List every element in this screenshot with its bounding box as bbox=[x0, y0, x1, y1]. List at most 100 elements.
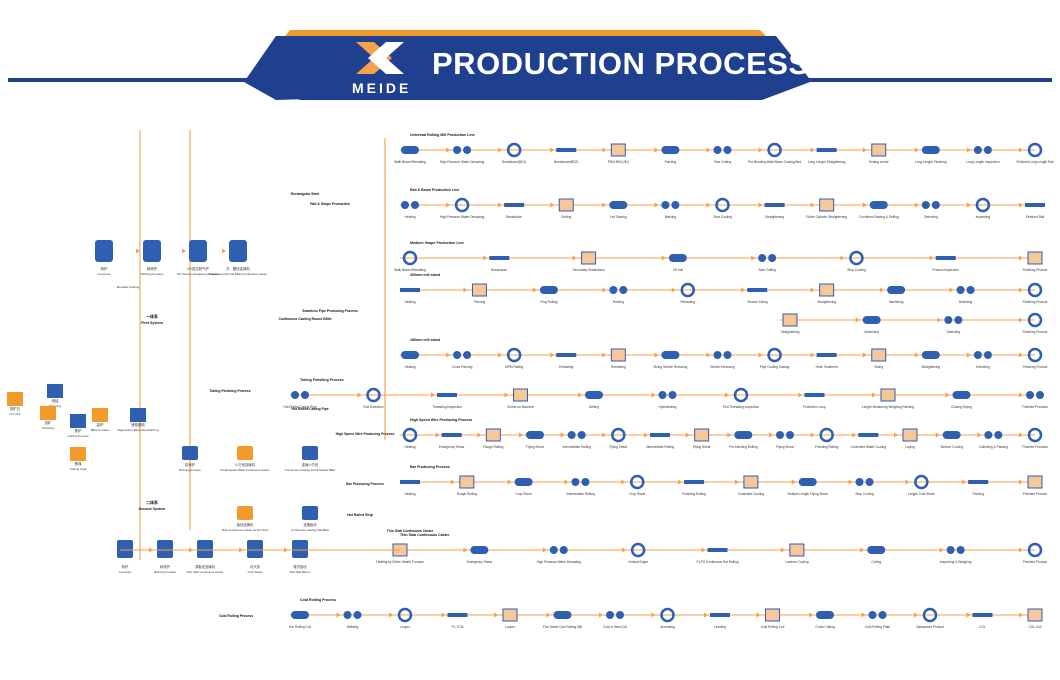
process-step-cold-rolling-plate bbox=[868, 611, 877, 619]
branch-thin-slab-label: Thin Slab Continuous Caster bbox=[387, 529, 434, 533]
process-step-label: Straightening bbox=[817, 300, 836, 304]
process-step-label: Step Cooling bbox=[847, 268, 865, 272]
process-step-label: Pre-finishing Rolling bbox=[729, 445, 758, 449]
process-step-heating bbox=[400, 480, 420, 484]
process-step-label: Intermediate Rolling bbox=[562, 445, 591, 449]
flow-arrow bbox=[962, 479, 967, 485]
process-step-long-length-inspection-b bbox=[983, 146, 992, 154]
process-step-label: Vertical Edger bbox=[628, 560, 649, 564]
upper-label-cn: VD真空脱气炉 bbox=[187, 266, 209, 271]
process-step-cold-hard-coil bbox=[606, 611, 614, 619]
flow-arrow bbox=[1019, 352, 1023, 358]
process-step-roller-cylinder-straightening bbox=[819, 198, 835, 212]
flow-arrow bbox=[872, 392, 876, 398]
raw-blast-furnace-icon bbox=[92, 408, 108, 422]
moulded-casting-label: Moulded Casting bbox=[117, 285, 140, 289]
flow-arrow bbox=[810, 202, 815, 208]
flow-arrow bbox=[602, 287, 607, 293]
flow-arrow bbox=[498, 352, 503, 358]
process-step-label: Saw Cutting bbox=[759, 268, 776, 272]
process-step-combined-sawing-drilling bbox=[869, 201, 888, 209]
flow-arrow bbox=[446, 147, 451, 153]
flow-arrow bbox=[1019, 432, 1023, 438]
raw-magnesium-base-desulfurizing-icon bbox=[130, 408, 146, 422]
process-step-vertical-edger bbox=[630, 542, 646, 558]
branch-seamless-label: Seamless Pipe Producing Process bbox=[302, 309, 358, 313]
process-step-label: Controlled Water Cooling bbox=[851, 445, 887, 449]
process-step-pl-tcm bbox=[447, 613, 468, 617]
process-step-label: PL-TCM bbox=[452, 625, 464, 629]
flow-arrow bbox=[446, 202, 451, 208]
process-step-heating bbox=[402, 427, 418, 443]
process-step-label: Piercing bbox=[474, 300, 486, 304]
process-step-label: Machining bbox=[864, 330, 879, 334]
flow-arrow bbox=[477, 432, 482, 438]
process-step-label: Product Inspection bbox=[933, 268, 960, 272]
process-step-machining bbox=[887, 286, 906, 294]
process-step-label: Length Measuring Weighing Painting bbox=[862, 405, 914, 409]
process-step-long-length-straightening bbox=[816, 148, 837, 152]
process-step-rough-rolling bbox=[459, 475, 475, 489]
flow-arrow bbox=[182, 248, 186, 254]
branch-plate-label: Hot Rolled Strip bbox=[347, 513, 373, 517]
process-step-multiple-length-flying-shear bbox=[798, 478, 817, 486]
flow-arrow bbox=[498, 202, 503, 208]
process-step-intermediate-rolling bbox=[567, 431, 576, 439]
flow-arrow bbox=[751, 255, 756, 261]
process-step-painting bbox=[661, 146, 680, 154]
process-step-end-threading-inspection bbox=[733, 387, 749, 403]
branch-round-billet-label: Continuous Casting Round Billet bbox=[278, 317, 332, 321]
process-step-label: Finished Products bbox=[1022, 405, 1048, 409]
process-step-label: Hot Rolling Coil bbox=[289, 625, 311, 629]
upper-refining-furnace-icon bbox=[143, 240, 161, 262]
process-step-label: Welding bbox=[347, 625, 359, 629]
branch-wire-label: High Speed Wire Producing Process bbox=[336, 432, 395, 436]
process-step-secondary-breakdown bbox=[581, 251, 597, 265]
process-step-label: Breakdown(BD1) bbox=[502, 160, 526, 164]
process-step-threading-inspection bbox=[437, 393, 457, 397]
flow-arrow bbox=[977, 432, 982, 438]
lower-thin-slab-continuous-caster-icon bbox=[197, 540, 213, 558]
flow-arrow bbox=[654, 202, 659, 208]
process-step-step-cooling bbox=[855, 478, 864, 486]
process-step-label: Pipe Cooling Sawing bbox=[760, 365, 790, 369]
flow-arrow bbox=[810, 147, 815, 153]
flow-arrow bbox=[446, 352, 451, 358]
process-step-intermediate-rolling bbox=[650, 433, 670, 437]
process-step-label: Reheating bbox=[611, 365, 626, 369]
process-step-drilling bbox=[585, 391, 603, 399]
lower-label-cn: 辊式板坯 bbox=[293, 564, 307, 569]
process-step-crop-shear bbox=[514, 478, 533, 486]
process-step-heating bbox=[401, 201, 409, 209]
process-step-heating-b bbox=[411, 201, 419, 209]
flow-arrow bbox=[914, 147, 919, 153]
process-step-label: Finished Rail bbox=[1026, 215, 1045, 219]
process-step-inspecting-weighing-b bbox=[956, 546, 965, 554]
process-step-label: Walk Beam Reheating bbox=[394, 268, 426, 272]
process-step-pipe-cooling-sawing bbox=[767, 347, 782, 363]
process-step-detecting bbox=[921, 201, 930, 209]
second-system-label: Second System bbox=[139, 507, 166, 511]
flow-arrow bbox=[602, 147, 607, 153]
process-step-label: Protection Loop bbox=[803, 405, 826, 409]
flow-arrow bbox=[966, 147, 971, 153]
mid-label: Small Square Billet Continuous Caster bbox=[220, 468, 269, 472]
flow-arrow bbox=[758, 352, 763, 358]
upper-square-and-round-billet-continuous-caster-icon bbox=[229, 240, 247, 262]
process-step-detecting bbox=[956, 286, 965, 294]
flow-arrow bbox=[602, 432, 607, 438]
process-row-2-title: Medium Shape Production Line bbox=[410, 241, 464, 245]
process-step-label: Finishing Product bbox=[1023, 330, 1048, 334]
flow-arrow bbox=[862, 202, 867, 208]
flow-arrow bbox=[862, 352, 867, 358]
process-step-label: Straightening bbox=[921, 365, 940, 369]
flow-arrow bbox=[644, 432, 648, 438]
raw-label-cn: 焦炉 bbox=[75, 428, 82, 433]
mid-slab-continuous-caster-for-hot-strip-icon bbox=[237, 506, 253, 520]
process-step-label: Detecting bbox=[959, 300, 973, 304]
lower-roll-slab-bloom-icon bbox=[292, 540, 308, 558]
flow-arrow bbox=[602, 352, 607, 358]
flow-arrow bbox=[966, 612, 971, 618]
process-step-intermediate-rolling-b bbox=[581, 478, 590, 486]
raw-label-cn: 选矿 bbox=[45, 420, 52, 425]
